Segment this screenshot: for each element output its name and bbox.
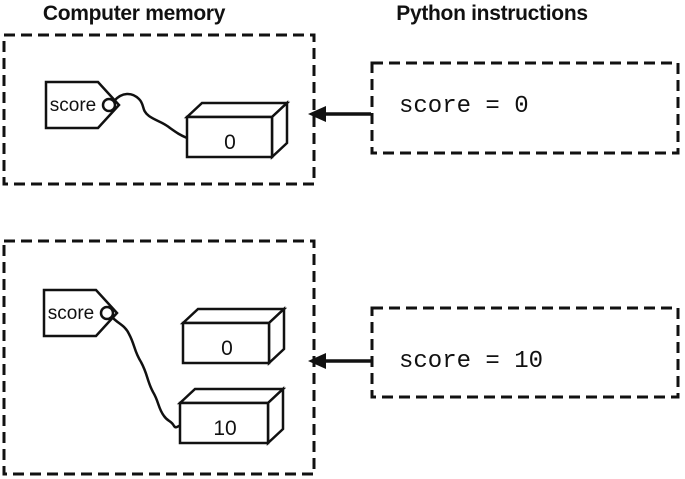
- value-box-front-face: [185, 115, 274, 159]
- arrow-icon: [308, 106, 371, 122]
- value-box-top-face: [176, 387, 287, 405]
- code-panel-border: [370, 306, 680, 399]
- tag-label: score: [48, 303, 94, 324]
- code-panel-step1: score = 0: [370, 61, 680, 155]
- tag-shape: [44, 80, 121, 130]
- value-box: 0: [183, 100, 291, 160]
- tag-hole: [101, 97, 117, 113]
- arrow-head: [308, 353, 326, 369]
- memory-panel-border: [2, 239, 316, 476]
- value-box-label: 0: [221, 337, 233, 360]
- value-box-label: 0: [224, 131, 236, 154]
- value-box-front-face: [178, 401, 270, 445]
- value-box: 0: [179, 306, 288, 366]
- tag-connector-line: [109, 314, 183, 429]
- value-box-label: 10: [213, 417, 236, 440]
- value-box-top-face: [183, 101, 291, 119]
- arrow-icon: [308, 353, 371, 369]
- tag-shape: [42, 288, 119, 338]
- tag-connector-line: [112, 92, 189, 140]
- value-box: 10: [176, 386, 287, 446]
- code-text: score = 0: [399, 93, 529, 120]
- python-instructions-title: Python instructions: [396, 2, 588, 25]
- tag-label: score: [50, 95, 96, 116]
- variable-tag: score: [44, 80, 121, 130]
- memory-panel-border: [2, 33, 316, 186]
- value-box-front-face: [181, 321, 271, 365]
- code-text: score = 10: [399, 348, 543, 375]
- variable-tag: score: [42, 288, 119, 338]
- memory-panel-step2: score 0 10: [2, 239, 316, 476]
- code-panel-step2: score = 10: [370, 306, 680, 399]
- memory-panel-step1: score 0: [2, 33, 316, 186]
- tag-hole: [99, 305, 115, 321]
- code-panel-border: [370, 61, 680, 155]
- arrow-head: [308, 106, 326, 122]
- computer-memory-title: Computer memory: [42, 2, 226, 25]
- value-box-top-face: [179, 307, 288, 325]
